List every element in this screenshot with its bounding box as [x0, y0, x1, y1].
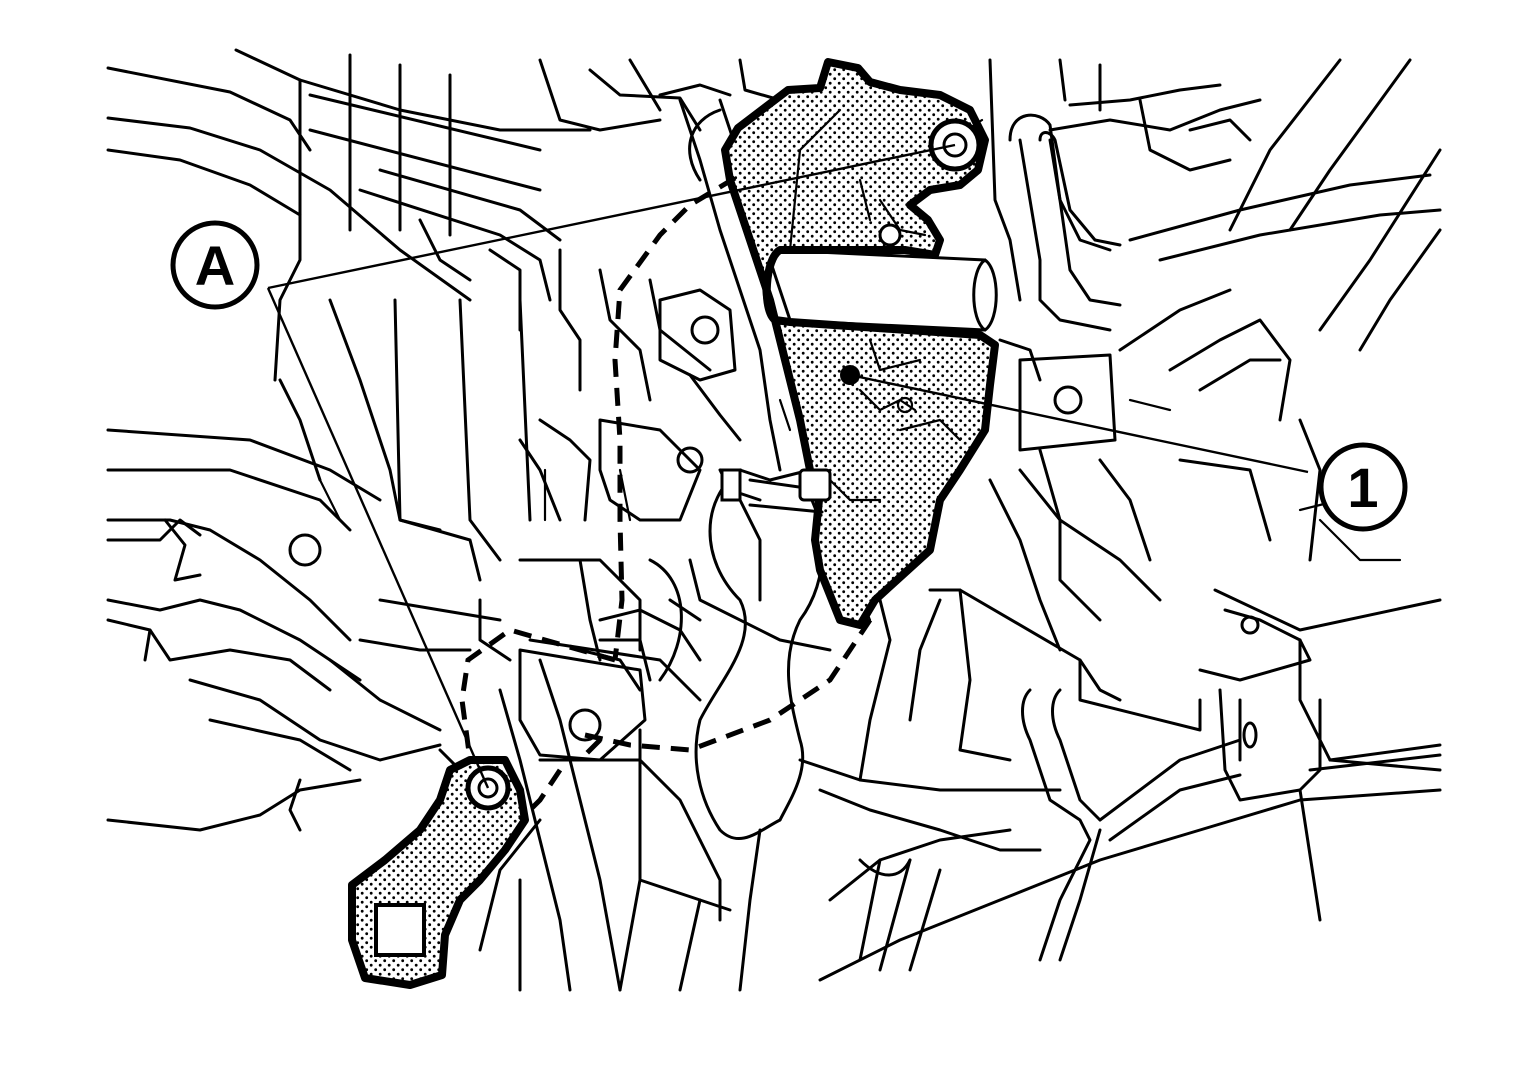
hose-clamp	[720, 468, 832, 514]
callout-1: 1	[1318, 442, 1408, 532]
callout-a: A	[170, 220, 260, 310]
highlighted-bracket	[348, 58, 999, 989]
callout-leaders	[266, 143, 1309, 789]
background-linework	[106, 48, 1442, 992]
callout-a-label: A	[195, 234, 235, 297]
hidden-outline-dashed	[459, 175, 873, 822]
nut-upper-small	[878, 223, 902, 247]
bolt-upper	[928, 118, 984, 172]
callout-1-label: 1	[1347, 456, 1378, 519]
